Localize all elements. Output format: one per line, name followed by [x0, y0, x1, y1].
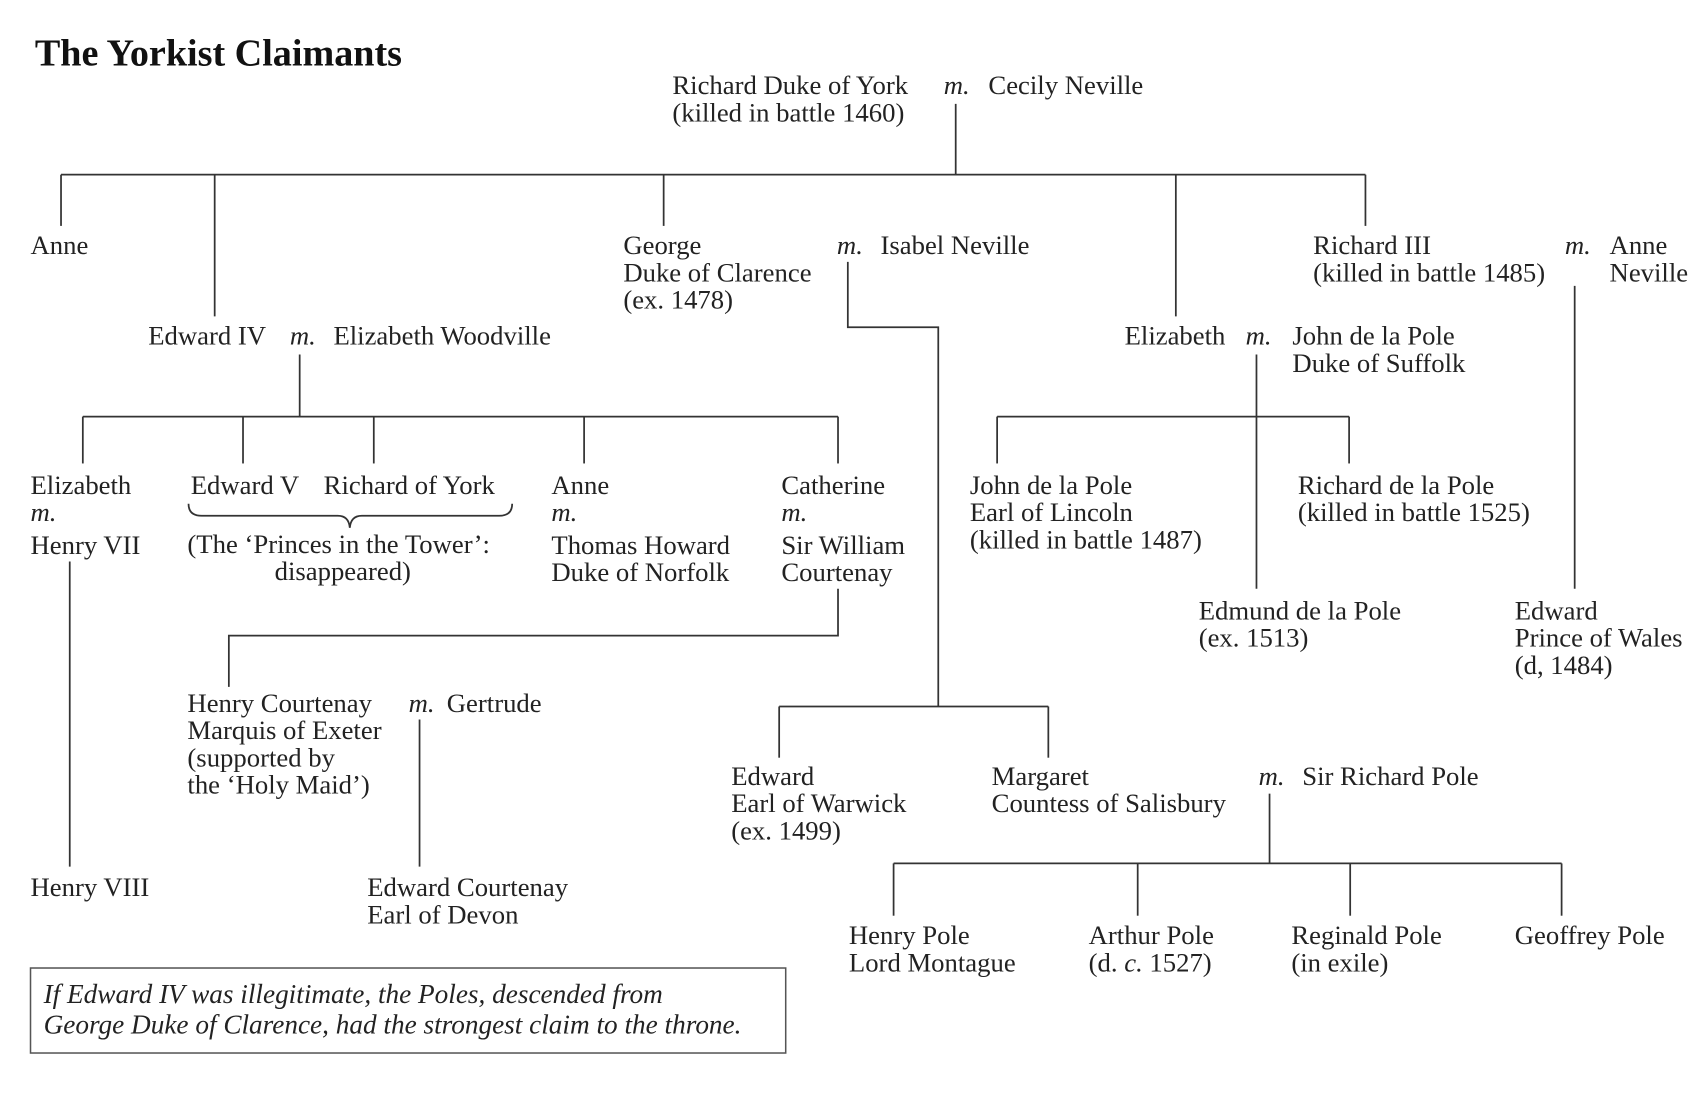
note: (supported by [187, 742, 335, 772]
person-edward-earl-of-warwick: Edward Earl of Warwick (ex. 1499) [731, 761, 907, 845]
marriage-marker: m. [781, 497, 807, 527]
note: (d, 1484) [1515, 650, 1613, 680]
name: Elizabeth [31, 470, 132, 500]
person-henry-courtenay: Henry Courtenay Marquis of Exeter (suppo… [187, 688, 381, 800]
title: Duke of Clarence [623, 257, 811, 287]
tree-connectors [60, 103, 1576, 916]
person-richard-of-york: Richard of York [324, 470, 496, 500]
note: (killed in battle 1487) [970, 524, 1202, 554]
person-anne: Anne [31, 230, 89, 260]
person-elizabeth-of-york-sister: Elizabeth [1125, 321, 1226, 351]
person-edward-v: Edward V [191, 470, 299, 500]
person-gertrude: Gertrude [447, 688, 542, 718]
person-edward-iv: Edward IV [148, 321, 266, 351]
note-line: (The ‘Princes in the Tower’: [187, 529, 489, 559]
marriage-marker: m. [1565, 230, 1591, 260]
title: Countess of Salisbury [992, 788, 1227, 818]
note: (killed in battle 1460) [672, 97, 904, 127]
person-reginald-pole: Reginald Pole (in exile) [1291, 920, 1441, 977]
title: Earl of Warwick [731, 788, 907, 818]
title: Earl of Lincoln [970, 497, 1133, 527]
person-richard-duke-of-york: Richard Duke of York (killed in battle 1… [672, 70, 908, 127]
spouse: Thomas Howard [551, 530, 730, 560]
spouse-title: Duke of Norfolk [551, 557, 730, 587]
person-arthur-pole: Arthur Pole (d. c. 1527) [1089, 920, 1214, 977]
note-line2: the ‘Holy Maid’) [187, 770, 369, 800]
person-george-clarence: George Duke of Clarence (ex. 1478) [623, 230, 811, 314]
title: Prince of Wales [1515, 623, 1683, 653]
marriage-marker: m. [551, 497, 577, 527]
person-sir-richard-pole: Sir Richard Pole [1302, 761, 1478, 791]
title: Earl of Devon [367, 899, 518, 929]
person-anne-howard: Anne m. Thomas Howard Duke of Norfolk [551, 470, 730, 587]
person-isabel-neville: Isabel Neville [881, 230, 1030, 260]
name: Edmund de la Pole [1199, 595, 1401, 625]
person-richard-de-la-pole: Richard de la Pole (killed in battle 152… [1298, 470, 1530, 527]
name: Margaret [992, 761, 1090, 791]
name: Henry Courtenay [187, 688, 372, 718]
person-catherine: Catherine m. Sir William Courtenay [781, 470, 905, 587]
marriage-marker: m. [837, 230, 863, 260]
name: John de la Pole [970, 470, 1132, 500]
note: (killed in battle 1485) [1313, 257, 1545, 287]
person-elizabeth-woodville: Elizabeth Woodville [333, 321, 550, 351]
name: Edward [1515, 595, 1599, 625]
note-prefix: (d. [1089, 947, 1125, 977]
note-year: 1527) [1143, 947, 1212, 977]
person-john-de-la-pole-lincoln: John de la Pole Earl of Lincoln (killed … [970, 470, 1202, 554]
spouse: Sir William [781, 530, 905, 560]
diagram-title: The Yorkist Claimants [35, 33, 402, 75]
person-anne-neville: Anne Neville [1610, 230, 1689, 287]
name: Edward Courtenay [367, 872, 568, 902]
claim-note-box: If Edward IV was illegitimate, the Poles… [29, 967, 787, 1054]
marriage-marker: m. [409, 688, 435, 718]
note-line-2: George Duke of Clarence, had the stronge… [44, 1009, 742, 1039]
person-elizabeth-of-york: Elizabeth m. Henry VII [31, 470, 141, 560]
name: Catherine [781, 470, 885, 500]
note: (ex. 1478) [623, 285, 733, 315]
person-henry-viii: Henry VIII [31, 872, 150, 902]
note: (d. c. 1527) [1089, 947, 1212, 977]
marriage-marker: m. [290, 321, 316, 351]
name: Reginald Pole [1291, 920, 1441, 950]
name: Arthur Pole [1089, 920, 1214, 950]
person-henry-pole: Henry Pole Lord Montague [849, 920, 1016, 977]
note: (killed in battle 1525) [1298, 497, 1530, 527]
note: (ex. 1499) [731, 815, 841, 845]
note-line: disappeared) [275, 556, 411, 586]
name: Anne [551, 470, 609, 500]
spouse: Henry VII [31, 530, 141, 560]
spouse-line2: Courtenay [781, 557, 893, 587]
title: Marquis of Exeter [187, 715, 381, 745]
marriage-marker: m. [31, 497, 57, 527]
name-line2: Neville [1610, 257, 1689, 287]
princes-in-tower-note: (The ‘Princes in the Tower’: disappeared… [187, 529, 489, 586]
note: (in exile) [1291, 947, 1388, 977]
note: (ex. 1513) [1199, 623, 1309, 653]
person-edward-courtenay: Edward Courtenay Earl of Devon [367, 872, 568, 929]
person-cecily-neville: Cecily Neville [988, 70, 1143, 100]
name: John de la Pole [1292, 321, 1454, 351]
person-margaret-salisbury: Margaret Countess of Salisbury [992, 761, 1227, 818]
person-john-de-la-pole-suffolk: John de la Pole Duke of Suffolk [1292, 321, 1466, 378]
name: George [623, 230, 701, 260]
name: Edward [731, 761, 815, 791]
marriage-marker: m. [1246, 321, 1272, 351]
name: Henry Pole [849, 920, 970, 950]
name: Richard III [1313, 230, 1431, 260]
person-richard-iii: Richard III (killed in battle 1485) [1313, 230, 1545, 287]
marriage-marker: m. [944, 70, 970, 100]
name: Richard de la Pole [1298, 470, 1494, 500]
princes-brace [187, 503, 514, 528]
circa: c. [1124, 947, 1143, 977]
title: Lord Montague [849, 947, 1016, 977]
note-line-1: If Edward IV was illegitimate, the Poles… [43, 979, 663, 1009]
name: Anne [1610, 230, 1668, 260]
person-edmund-de-la-pole: Edmund de la Pole (ex. 1513) [1199, 595, 1401, 652]
marriage-marker: m. [1259, 761, 1285, 791]
person-geoffrey-pole: Geoffrey Pole [1515, 920, 1665, 950]
title: Duke of Suffolk [1292, 348, 1466, 378]
name: Richard Duke of York [672, 70, 908, 100]
person-edward-prince-of-wales: Edward Prince of Wales (d, 1484) [1515, 595, 1683, 679]
